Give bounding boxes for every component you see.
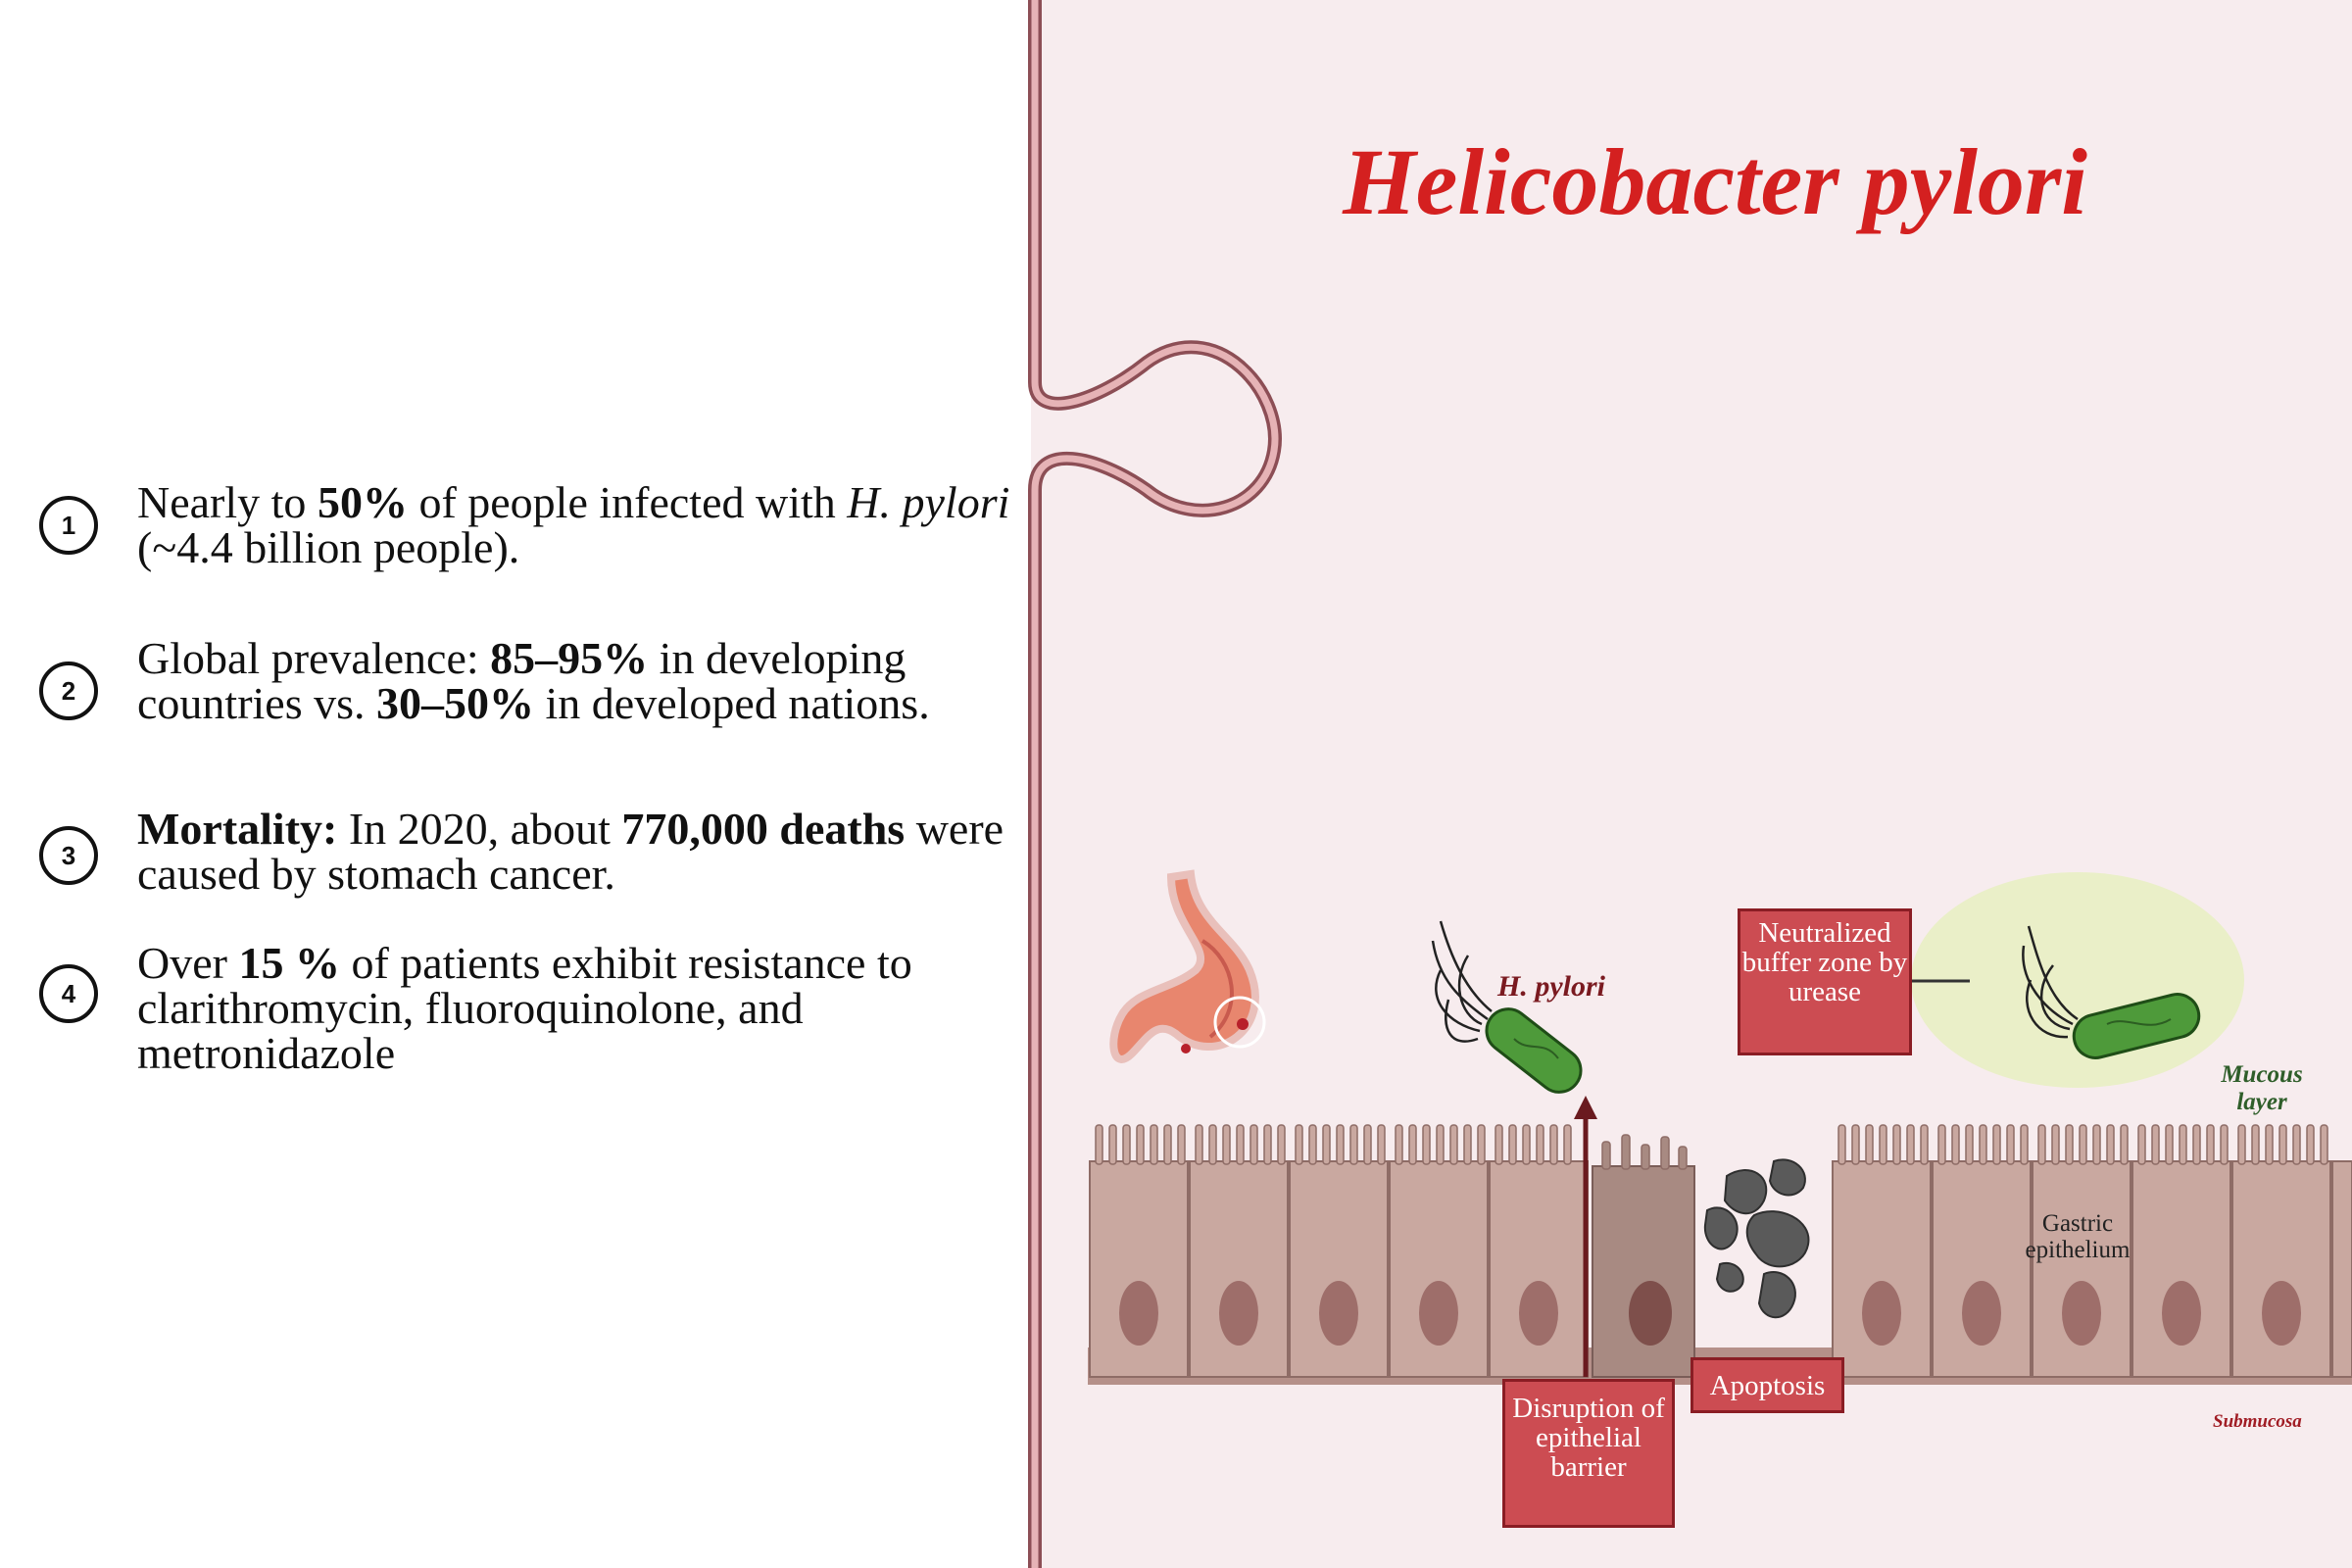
fact-text-run: in developed nations. <box>534 678 930 728</box>
fact-text-run: Mortality: <box>137 804 338 854</box>
fact-text-run: 50% <box>317 477 408 527</box>
fact-text-run: H. pylori <box>847 477 1010 527</box>
stomach-icon <box>1109 869 1266 1063</box>
page-title: Helicobacter pylori <box>1343 129 2087 234</box>
fact-text: Global prevalence: 85–95% in developing … <box>137 636 1019 726</box>
fact-text: Nearly to 50% of people infected with H.… <box>137 480 1019 570</box>
fact-text-run: 15 % <box>238 938 340 988</box>
fact-text-run: were caused by stomach cancer. <box>137 804 1015 899</box>
disruption-arrow-head <box>1574 1096 1597 1119</box>
fact-text-run: 85–95% <box>490 633 649 683</box>
gastric-epithelium <box>1088 1096 2352 1385</box>
hpylori-label: H. pylori <box>1497 970 1605 1003</box>
gastric-epithelium-label: Gastric epithelium <box>2025 1210 2131 1263</box>
fact-text-run: In 2020, about <box>337 804 622 854</box>
fact-text-run: (~4.4 billion people). <box>137 477 1033 572</box>
fact-text: Mortality: In 2020, about 770,000 deaths… <box>137 807 1019 897</box>
hpylori-bacterium-icon <box>1431 920 1583 1094</box>
fact-number-badge: 1 <box>39 496 98 555</box>
submucosa-label: Submucosa <box>2213 1411 2302 1432</box>
fact-text-run: 30–50% <box>376 678 535 728</box>
fact-text-run: of people infected with <box>407 477 848 527</box>
fact-text-run: Global prevalence: <box>137 633 491 683</box>
fact-text-run: Over <box>137 938 239 988</box>
apoptotic-cell-fragments <box>1703 1158 1810 1319</box>
fact-number-badge: 2 <box>39 662 98 720</box>
fact-text-run: in developing countries vs. <box>137 633 917 728</box>
fact-text-run: Nearly to <box>137 477 318 527</box>
fact-text-run: of patients exhibit resistance to clarit… <box>137 938 924 1078</box>
cell-nuclei <box>1119 1281 2301 1346</box>
fact-number-badge: 4 <box>39 964 98 1023</box>
disruption-epithelial-barrier-callout: Disruption of epithelial barrier <box>1502 1379 1675 1528</box>
fact-number-badge: 3 <box>39 826 98 885</box>
hpylori-in-mucus-icon <box>2022 925 2201 1059</box>
apoptosis-callout: Apoptosis <box>1690 1357 1844 1413</box>
fact-text-run: 770,000 deaths <box>621 804 906 854</box>
mucous-layer-label: Mucous layer <box>2221 1061 2303 1115</box>
microvilli <box>1095 1124 2328 1170</box>
fact-text: Over 15 % of patients exhibit resistance… <box>137 941 1019 1076</box>
neutralized-buffer-zone-callout: Neutralized buffer zone by urease <box>1738 908 1912 1055</box>
puzzle-divider-inner <box>1031 0 1279 1568</box>
